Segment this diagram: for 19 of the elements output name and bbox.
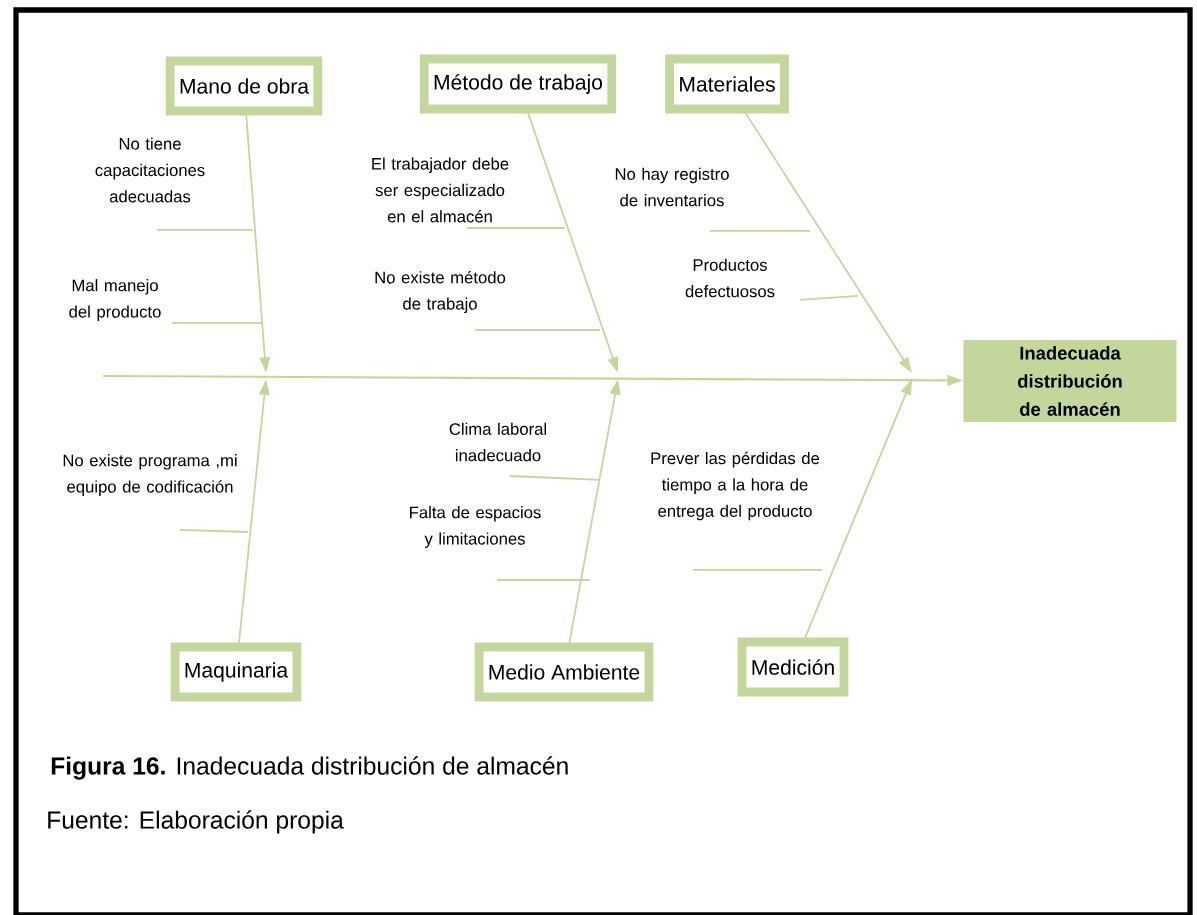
cause-text: Prever las pérdidas de tiempo a la hora de entrega del producto [651, 451, 820, 521]
category-box: Medio Ambiente [474, 642, 654, 702]
category-box: Método de trabajo [419, 54, 617, 114]
category-box: Mano de obra [165, 56, 323, 116]
cause-text: Clima laboral inadecuado [449, 422, 546, 462]
category-box: Medición [737, 637, 849, 697]
cause-text: No tiene capacitaciones adecuadas [95, 137, 205, 203]
category-box: Materiales [665, 54, 789, 114]
effect-box: Inadecuada distribución de almacén [963, 340, 1177, 422]
cause-text: Falta de espacios y limitaciones [410, 506, 541, 548]
category-box: Maquinaria [170, 642, 302, 702]
cause-text: Mal manejo del producto [69, 279, 161, 321]
cause-text: No existe programa ,mi equipo de codificación [63, 454, 237, 496]
cause-text: Productos defectuosos [685, 258, 775, 298]
cause-text: No existe método de trabajo [375, 270, 506, 314]
caption: Figura 16. Inadecuada distribución de almacén [51, 756, 568, 780]
cause-text: No hay registro de inventarios [615, 167, 729, 207]
cause-text: El trabajador debe ser especializado en el almacén [372, 157, 509, 223]
source-note: Fuente: Elaboración propia [48, 810, 344, 834]
